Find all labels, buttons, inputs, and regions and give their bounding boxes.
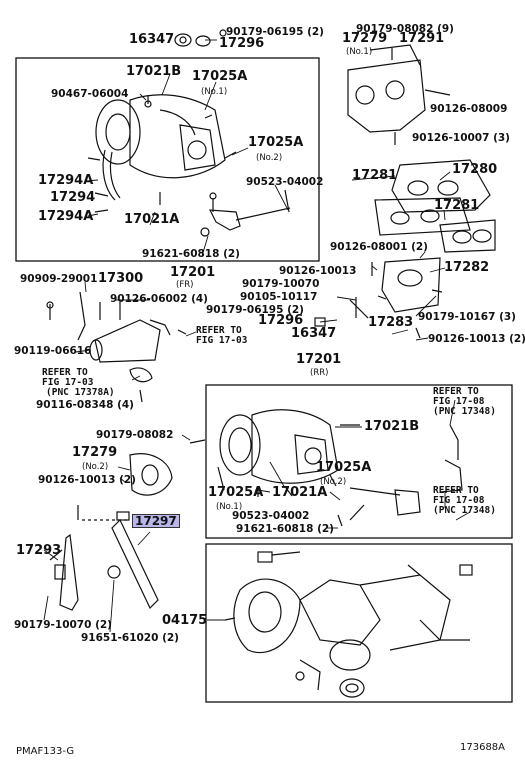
label-17025a-2-fr: 17025A <box>248 135 304 150</box>
refer-fig-17-08-a: REFER TO <box>433 386 479 397</box>
label-17279-no2-note: (No.2) <box>82 462 109 472</box>
label-17201-rr-note: (RR) <box>310 368 329 378</box>
refer-fig-17-08-a-pnc: (PNC 17348) <box>433 406 496 417</box>
label-90523-04002-fr: 90523-04002 <box>246 176 324 188</box>
refer-fig-17-08-b-pnc: (PNC 17348) <box>433 505 496 516</box>
label-91621-60818-fr: 91621-60818 (2) <box>142 248 240 260</box>
label-17021a-rr: 17021A <box>272 485 328 500</box>
refer-fig-17-08-b: REFER TO <box>433 485 479 496</box>
label-91651-61020: 91651-61020 (2) <box>81 632 179 644</box>
footer-code-left: PMAF133-G <box>16 746 75 757</box>
label-17025a-2-fr-note: (No.2) <box>256 153 283 163</box>
footer-code-right: 173688A <box>460 742 506 753</box>
refer-fig-17-03-b: REFER TO <box>42 367 88 378</box>
label-17281-lower: 17281 <box>434 198 480 213</box>
label-90126-10013-b: 90126-10013 (2) <box>428 333 525 345</box>
label-17291: 17291 <box>399 31 445 46</box>
label-91621-60818-rr: 91621-60818 (2) <box>236 523 334 535</box>
label-90126-10013-a: 90126-10013 <box>279 265 357 277</box>
label-90909-29001: 90909-29001 <box>20 273 98 285</box>
label-90179-06195-mid: 90179-06195 (2) <box>206 304 304 316</box>
label-90126-06002: 90126-06002 (4) <box>110 293 208 305</box>
label-90179-06195-top: 90179-06195 (2) <box>226 26 324 38</box>
label-90105-10117: 90105-10117 <box>240 291 318 303</box>
label-17293: 17293 <box>16 543 62 558</box>
label-17201-fr: 17201 <box>170 265 216 280</box>
refer-fig-17-03-b-fig: FIG 17-03 <box>42 377 94 388</box>
label-90179-10167: 90179-10167 (3) <box>418 311 516 323</box>
label-17025a-1-fr-note: (No.1) <box>201 87 228 97</box>
label-17296-top: 17296 <box>219 36 265 51</box>
label-90523-04002-rr: 90523-04002 <box>232 510 310 522</box>
left-components-drawing <box>46 291 187 403</box>
label-17025a-2-rr-note: (No.2) <box>320 477 347 487</box>
top-gasket-parts <box>174 29 227 47</box>
label-17025a-2-rr: 17025A <box>316 460 372 475</box>
label-17282: 17282 <box>444 260 490 275</box>
label-17280: 17280 <box>452 162 498 177</box>
label-16347-mid: 16347 <box>291 326 337 341</box>
label-17025a-1-rr: 17025A <box>208 485 264 500</box>
label-90119-06616: 90119-06616 <box>14 345 92 357</box>
label-17279-no1: 17279 <box>342 31 388 46</box>
refer-fig-17-08-b-fig: FIG 17-08 <box>433 495 485 506</box>
label-17297-highlight[interactable]: 17297 <box>132 514 180 528</box>
label-90179-08082: 90179-08082 (9) <box>356 23 454 35</box>
label-17021b-fr: 17021B <box>126 64 182 79</box>
label-04175: 04175 <box>162 613 208 628</box>
label-90126-08009: 90126-08009 <box>430 103 508 115</box>
label-90126-10013-bracket: 90126-10013 (2) <box>38 474 136 486</box>
refer-fig-17-03-a: REFER TO <box>196 325 242 336</box>
label-17025a-1-fr: 17025A <box>192 69 248 84</box>
label-90179-10070-bracket: 90179-10070 (2) <box>14 619 112 631</box>
label-90126-08001: 90126-08001 (2) <box>330 241 428 253</box>
label-17296-mid: 17296 <box>258 313 304 328</box>
refer-fig-17-03-a-fig: FIG 17-03 <box>196 335 248 346</box>
label-17279-no1-note: (No.1) <box>346 47 373 57</box>
label-17281-upper: 17281 <box>352 168 398 183</box>
manifold-drawing <box>314 44 496 339</box>
label-17294a-upper: 17294A <box>38 173 94 188</box>
label-17021b-rr: 17021B <box>364 419 420 434</box>
label-17201-fr-note: (FR) <box>176 280 194 290</box>
bracket-drawing <box>49 453 173 611</box>
label-90126-10007: 90126-10007 (3) <box>412 132 510 144</box>
bottom-pipes-drawing <box>224 551 473 698</box>
turbo-fr-box <box>15 57 320 262</box>
label-17279-no2: 17279 <box>72 445 118 460</box>
label-16347-top: 16347 <box>129 32 175 47</box>
label-90179-10070-mid: 90179-10070 <box>242 278 320 290</box>
turbo-rr-box <box>205 384 513 539</box>
label-17201-rr: 17201 <box>296 352 342 367</box>
label-17294: 17294 <box>50 190 96 205</box>
turbo-rr-drawing <box>189 409 463 527</box>
label-90467-06004: 90467-06004 <box>51 88 129 100</box>
refer-fig-17-03-b-pnc: (PNC 17378A) <box>46 387 115 398</box>
leader-lines <box>43 39 471 633</box>
label-90179-08082-rr: 90179-08082 <box>96 429 174 441</box>
refer-fig-17-08-a-fig: FIG 17-08 <box>433 396 485 407</box>
label-17021a-fr: 17021A <box>124 212 180 227</box>
turbo-fr-drawing <box>87 94 291 237</box>
label-17025a-1-rr-note: (No.1) <box>216 502 243 512</box>
bottom-pipes-box <box>205 543 513 703</box>
label-17294a-lower: 17294A <box>38 209 94 224</box>
label-90116-08348: 90116-08348 (4) <box>36 399 134 411</box>
label-17283: 17283 <box>368 315 414 330</box>
label-17300: 17300 <box>98 271 144 286</box>
